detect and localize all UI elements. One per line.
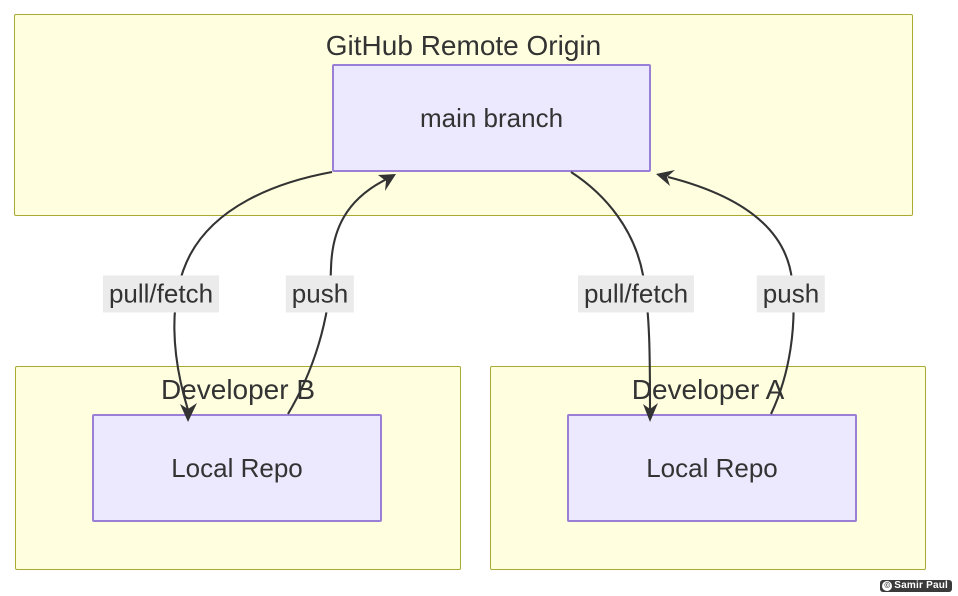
node-local-repo-developer-b[interactable]: Local Repo — [92, 414, 382, 522]
edge-label-pull-fetch-b: pull/fetch — [102, 275, 220, 313]
copyright-icon: © — [882, 581, 893, 591]
edge-label-push-a: push — [756, 275, 826, 313]
cluster-title-developer-a: Developer A — [631, 374, 785, 405]
cluster-title-developer-b: Developer B — [160, 374, 316, 405]
edge-label-push-b: push — [285, 275, 355, 313]
node-local-repo-b-label: Local Repo — [171, 452, 303, 483]
watermark-text: Samir Paul — [894, 580, 948, 591]
node-local-repo-a-label: Local Repo — [646, 452, 778, 483]
node-main-branch[interactable]: main branch — [332, 64, 651, 172]
watermark: © Samir Paul — [880, 580, 952, 592]
cluster-title-remote: GitHub Remote Origin — [325, 30, 602, 61]
edge-label-pull-fetch-a: pull/fetch — [577, 275, 695, 313]
node-main-branch-label: main branch — [419, 102, 564, 133]
node-local-repo-developer-a[interactable]: Local Repo — [567, 414, 857, 522]
